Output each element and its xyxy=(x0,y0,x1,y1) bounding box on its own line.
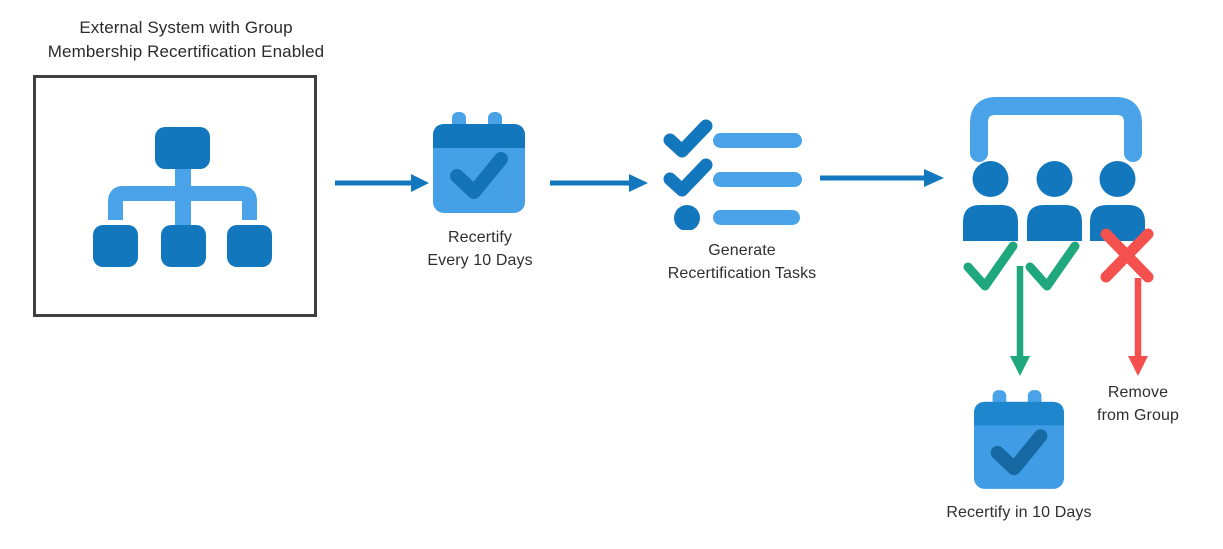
calendar-check-icon xyxy=(433,112,525,213)
title-line-2: Membership Recertification Enabled xyxy=(47,42,325,61)
recertify-schedule-label: Recertify Every 10 Days xyxy=(400,226,560,272)
recertify-outcome-label: Recertify in 10 Days xyxy=(919,501,1119,524)
green-check-icon xyxy=(963,241,1018,291)
arrow-down-red-icon xyxy=(1128,278,1148,376)
calendar-check-icon xyxy=(974,390,1064,489)
recertify-schedule-line-1: Recertify xyxy=(447,229,513,246)
red-x-icon xyxy=(1100,228,1154,283)
generate-tasks-line-2: Recertification Tasks xyxy=(667,265,817,282)
generate-tasks-label: Generate Recertification Tasks xyxy=(642,239,842,285)
org-chart-icon xyxy=(93,127,272,267)
group-bracket xyxy=(970,97,1142,162)
remove-line-1: Remove xyxy=(1107,384,1169,401)
recertify-outcome-line: Recertify in 10 Days xyxy=(946,504,1092,521)
arrow-right-icon xyxy=(335,174,429,192)
user-group-icon xyxy=(963,97,1154,291)
checklist-icon xyxy=(663,119,802,230)
external-system-title: External System with Group Membership Re… xyxy=(11,16,361,64)
recertify-schedule-line-2: Every 10 Days xyxy=(427,252,533,269)
remove-line-2: from Group xyxy=(1097,407,1179,424)
title-line-1: External System with Group xyxy=(79,18,293,37)
arrow-right-icon xyxy=(820,169,944,187)
generate-tasks-line-1: Generate xyxy=(708,242,776,259)
arrow-down-green-icon xyxy=(1010,266,1030,376)
remove-from-group-label: Remove from Group xyxy=(1078,381,1198,427)
green-check-icon xyxy=(1025,241,1080,291)
arrow-right-icon xyxy=(550,174,648,192)
